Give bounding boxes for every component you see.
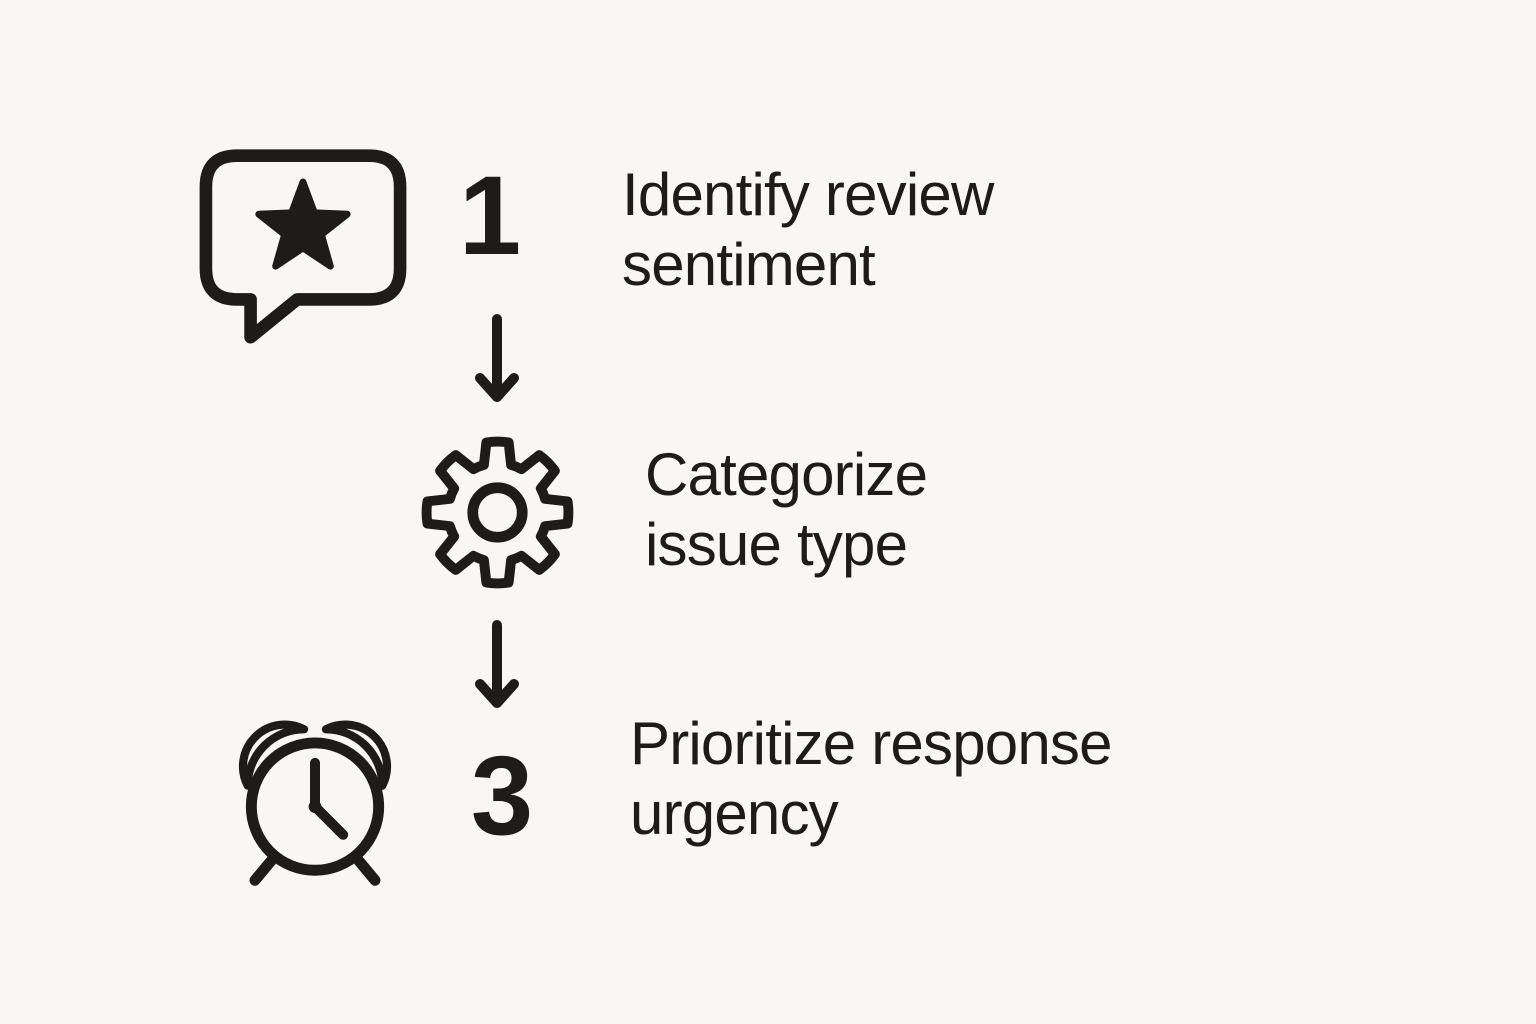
step-label-prioritize-response-urgency: Prioritize response urgency [630, 709, 1112, 849]
step-label-line: Categorize [645, 441, 928, 508]
down-arrow-icon [475, 620, 519, 708]
step-label-categorize-issue-type: Categorize issue type [645, 440, 928, 580]
step-label-line: issue type [645, 511, 908, 578]
step-label-line: sentiment [622, 231, 876, 298]
step-label-line: Prioritize response [630, 710, 1112, 777]
gear-icon [421, 436, 574, 589]
step-label-line: urgency [630, 780, 839, 847]
step-number-3: 3 [470, 733, 533, 858]
alarm-clock-icon [238, 720, 392, 886]
step-number-1: 1 [458, 153, 521, 278]
star-icon [255, 178, 351, 270]
review-bubble-star-icon [199, 149, 407, 344]
down-arrow-icon [475, 314, 519, 402]
step-label-line: Identify review [622, 161, 994, 228]
step-label-identify-review-sentiment: Identify review sentiment [622, 160, 994, 300]
